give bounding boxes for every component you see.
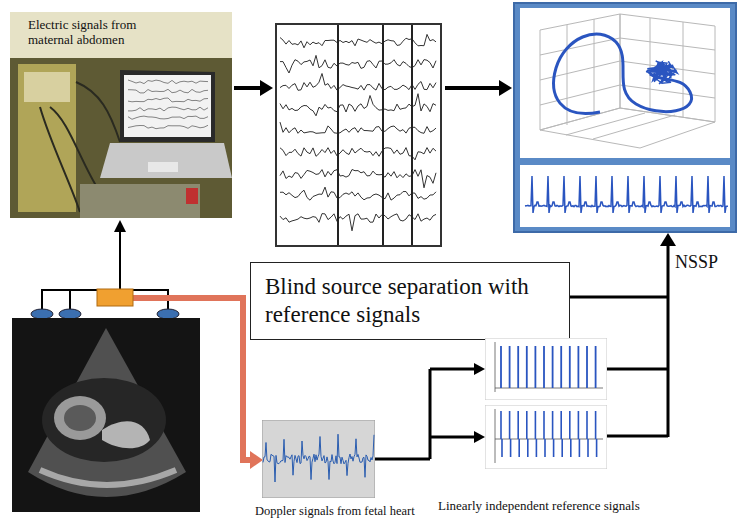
amniotic-area <box>42 378 166 462</box>
mouse <box>148 162 178 172</box>
flow-arrow <box>445 86 500 90</box>
fetal-body <box>102 421 150 448</box>
equipment-rack <box>18 64 76 212</box>
connector-line <box>375 369 475 459</box>
result-panel <box>514 3 736 232</box>
marker-line <box>382 25 384 245</box>
reference-plot <box>485 338 607 400</box>
laptop-display <box>124 75 211 137</box>
trajectory-loop <box>554 34 692 114</box>
doppler-trace <box>263 434 374 482</box>
trajectory-tangle <box>646 61 677 84</box>
electrode <box>59 309 81 319</box>
signal-plot-group: Linearly independent reference signals <box>438 338 660 520</box>
ultrasound-image <box>12 318 200 512</box>
reference-plot <box>485 405 607 469</box>
box-label: Blind source separation with reference s… <box>251 267 569 334</box>
fetal-head <box>54 396 106 440</box>
marker-line <box>337 25 339 245</box>
caption: Electric signals from maternal abdomen <box>10 18 178 48</box>
display-traces <box>128 80 208 129</box>
ultrasound-fan <box>28 328 186 497</box>
reference-spikes <box>501 346 596 388</box>
arrow-head <box>499 80 512 96</box>
grid-lines <box>540 18 715 139</box>
plot-ground <box>485 338 607 400</box>
wall <box>10 12 232 58</box>
edge-label: NSSP <box>675 252 718 273</box>
electrode <box>31 309 53 319</box>
electrode-wire <box>119 230 121 290</box>
marker-line <box>411 25 413 245</box>
ecg-plot-ground <box>520 165 730 227</box>
plot-ground <box>262 420 375 498</box>
photo-ground <box>10 12 232 218</box>
plot-axes <box>495 409 603 463</box>
arrow-head <box>474 431 485 443</box>
plot-axes <box>495 342 603 392</box>
grid-floor <box>540 108 715 148</box>
doppler-plot <box>262 420 375 498</box>
device <box>186 188 198 204</box>
bed <box>80 184 200 218</box>
grid-wall <box>620 14 715 122</box>
process-box: Blind source separation with reference s… <box>250 262 570 340</box>
laptop-base <box>100 143 232 178</box>
caption: Linearly independent reference signals <box>438 498 640 514</box>
uterine-wall <box>40 470 176 485</box>
equipment-panel <box>24 72 70 102</box>
arrow-head <box>474 363 485 375</box>
ecg-trace <box>525 176 728 213</box>
connector <box>375 363 485 459</box>
signal-plot-frame <box>276 24 441 246</box>
arrow-head <box>660 233 676 246</box>
plot-3d-grid <box>540 14 715 148</box>
signal-plot: Doppler signals from fetal heart <box>255 420 427 520</box>
fetal-head <box>64 405 96 431</box>
caption: Doppler signals from fetal heart <box>255 504 415 519</box>
electrode <box>157 309 179 319</box>
arrow-head <box>114 220 126 232</box>
arrow-head <box>260 80 273 96</box>
reference-spikes <box>501 411 597 457</box>
doppler-probe <box>97 289 133 306</box>
arrow-head <box>250 451 263 469</box>
plot-3d-ground <box>520 8 730 158</box>
flow-arrow <box>234 86 262 90</box>
photo-panel: Electric signals from maternal abdomen <box>10 12 232 218</box>
laptop-screen <box>120 70 215 142</box>
plot-ground <box>485 405 607 469</box>
